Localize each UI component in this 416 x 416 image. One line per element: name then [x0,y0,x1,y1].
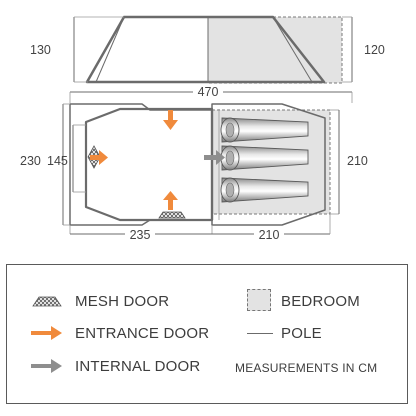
bedroom-zone-side [207,16,343,84]
internal-door-legend-icon [31,359,62,373]
dim-label-porch-height: 130 [30,43,51,57]
side-pole-1 [95,16,125,83]
mesh-door-side-icon [158,211,186,219]
dim-label-bg-3 [254,227,284,241]
legend-label-mesh-door: MESH DOOR [75,293,170,310]
mesh-door-legend-icon [32,296,62,307]
legend-label-internal-door: INTERNAL DOOR [75,358,201,375]
internal-door-arrow-icon [204,150,225,165]
dim-label-bedroom-width: 210 [347,154,368,168]
inner-tent-outline [84,107,214,222]
entrance-arrow-front-icon [90,150,108,165]
legend: MESH DOOR ENTRANCE DOOR INTERNAL DOOR BE… [6,264,408,404]
sleeping-bag-3 [220,177,309,203]
dim-label-bg-2 [125,227,155,241]
entrance-arrow-top-icon [163,110,178,130]
side-pole-3 [272,16,313,83]
legend-measurements-note: MEASUREMENTS IN CM [235,361,378,375]
dim-label-door-width: 145 [47,154,68,168]
legend-label-pole: POLE [281,325,322,342]
dim-label-bedroom-height: 120 [364,43,385,57]
bedroom-legend-icon [247,289,271,311]
entrance-door-legend-icon [31,326,62,340]
side-elevation-view: 130 120 [30,15,385,84]
dim-label-width: 230 [20,154,41,168]
sleeping-bag-2 [220,145,309,171]
dim-label-bg [193,84,223,98]
dim-label-total-length: 470 [198,85,219,99]
pole-legend-icon [247,333,273,334]
entrance-arrow-bottom-icon [163,191,178,210]
legend-label-bedroom: BEDROOM [281,293,360,310]
floor-plan-view: 230 145 210 235 210 [20,103,368,242]
tent-floor-plan-diagram: 130 120 470 [20,15,385,242]
legend-label-entrance-door: ENTRANCE DOOR [75,325,210,342]
dim-label-bedroom-length: 210 [259,228,280,242]
dim-label-living-length: 235 [130,228,151,242]
sleeping-bag-1 [220,117,309,143]
